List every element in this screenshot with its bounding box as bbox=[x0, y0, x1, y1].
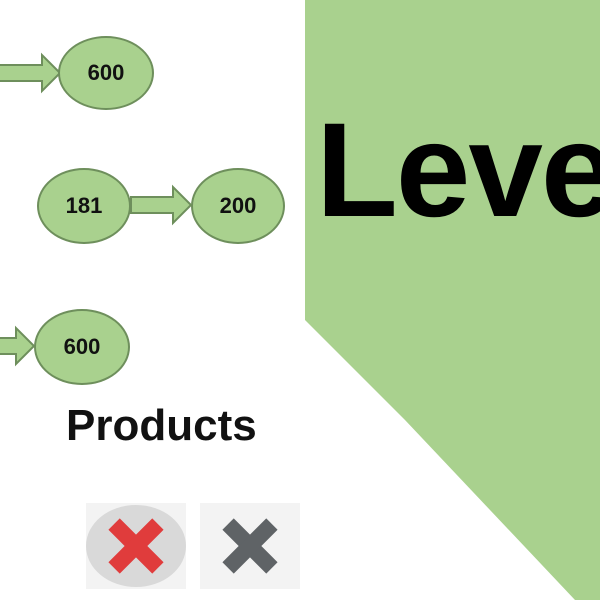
node-4: 600 bbox=[34, 309, 130, 385]
node-2-value: 181 bbox=[65, 193, 103, 218]
gray-x-icon bbox=[200, 503, 300, 589]
products-label: Products bbox=[66, 401, 257, 450]
node-3: 200 bbox=[191, 168, 285, 244]
red-x-button[interactable] bbox=[86, 503, 186, 589]
node-4-value: 600 bbox=[63, 334, 101, 359]
arrow-node-2-to-node-3 bbox=[130, 184, 193, 226]
arrow-into-node-1 bbox=[0, 52, 62, 94]
node-1-value: 600 bbox=[87, 60, 125, 85]
gray-x-button[interactable] bbox=[200, 503, 300, 589]
node-3-value: 200 bbox=[219, 193, 257, 218]
arrow-into-node-4 bbox=[0, 325, 36, 367]
node-1: 600 bbox=[58, 36, 154, 110]
node-2: 181 bbox=[37, 168, 131, 244]
red-x-icon bbox=[86, 503, 186, 589]
level-title: Leve bbox=[316, 96, 600, 245]
